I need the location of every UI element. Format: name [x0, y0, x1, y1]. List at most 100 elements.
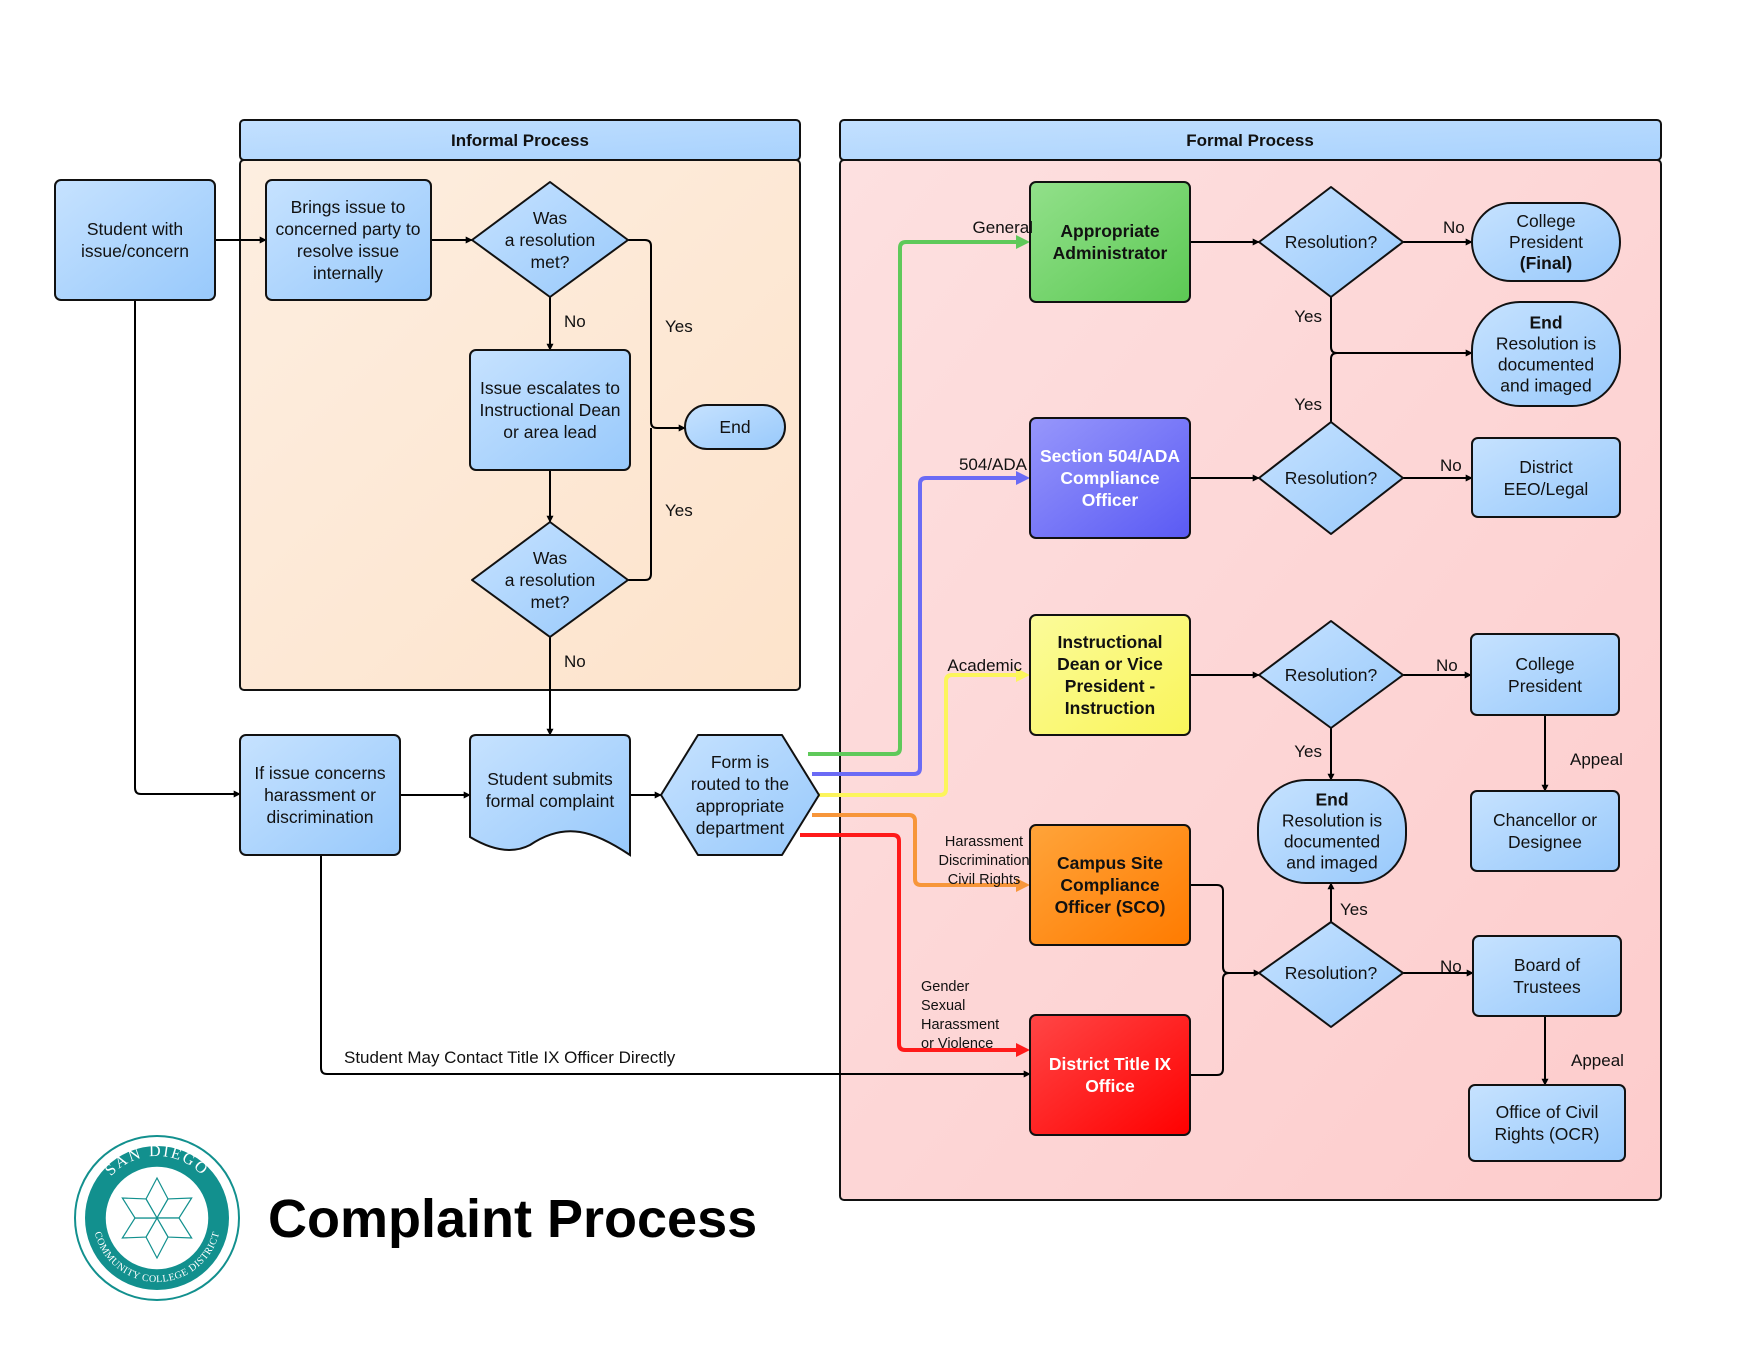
- node-if-harassment[interactable]: [239, 734, 401, 856]
- node-label-line: Board of: [1514, 955, 1580, 975]
- edge-label-no-2: No: [564, 652, 586, 671]
- node-label-line: College: [1515, 654, 1574, 674]
- node-label-resolution-2: Resolution?: [1285, 468, 1378, 488]
- node-ocr[interactable]: [1468, 1084, 1626, 1162]
- node-appropriate-admin[interactable]: [1029, 181, 1191, 303]
- edge-decision1-yes: [628, 239, 686, 432]
- edge-label-general: General: [973, 218, 1033, 237]
- node-instructional-dean[interactable]: [1029, 614, 1191, 736]
- node-label-line: District Title IX: [1049, 1054, 1172, 1074]
- node-label-line: Compliance: [1060, 468, 1159, 488]
- informal-lane-title: Informal Process: [451, 131, 589, 150]
- node-chancellor[interactable]: [1470, 790, 1620, 872]
- node-form-routed[interactable]: [660, 734, 820, 856]
- node-brings-issue[interactable]: [265, 179, 432, 301]
- edge-label-yes-2: Yes: [665, 501, 693, 520]
- node-label-line: a resolution: [505, 230, 595, 250]
- node-formal-end-2[interactable]: [1257, 779, 1407, 884]
- node-label-line: Instructional: [1057, 632, 1162, 652]
- edge-label-gender-line: or Violence: [921, 1036, 993, 1052]
- node-formal-end-1[interactable]: [1471, 301, 1621, 407]
- route-title-ix: [800, 833, 1018, 1052]
- edge-label-r4-yes: Yes: [1340, 900, 1368, 919]
- node-board-trustees[interactable]: [1472, 935, 1622, 1017]
- edge-label-gender-line: Harassment: [921, 1017, 999, 1033]
- node-was-resolution-2[interactable]: [471, 521, 629, 638]
- node-label-line: resolve issue: [297, 241, 399, 261]
- connectors: [134, 236, 1549, 1086]
- node-resolution-1[interactable]: [1258, 186, 1404, 298]
- edge-label-appeal-1: Appeal: [1570, 750, 1623, 769]
- node-label-line: Resolution?: [1285, 665, 1378, 685]
- edge-label-r3-yes: Yes: [1294, 742, 1322, 761]
- node-student[interactable]: [54, 179, 216, 301]
- edge-label-r4-no: No: [1440, 957, 1462, 976]
- node-resolution-4[interactable]: [1258, 921, 1404, 1028]
- node-label-line: EEO/Legal: [1504, 479, 1589, 499]
- node-label-line: College: [1516, 211, 1575, 231]
- node-label-line: Trustees: [1513, 977, 1581, 997]
- node-label-line: Administrator: [1053, 243, 1168, 263]
- node-resolution-2[interactable]: [1258, 421, 1404, 535]
- routing-connectors: [800, 235, 1030, 1057]
- edge-label-r1-no: No: [1443, 218, 1465, 237]
- node-campus-sco[interactable]: [1029, 824, 1191, 946]
- node-label-line: discrimination: [267, 807, 374, 827]
- node-label-line: Chancellor or: [1493, 810, 1597, 830]
- route-academic: [819, 673, 1018, 797]
- node-college-president[interactable]: [1470, 633, 1620, 716]
- edge-direct-contact: [320, 855, 1031, 1078]
- edge-label-r1-yes: Yes: [1294, 307, 1322, 326]
- node-title-ix-office[interactable]: [1029, 1014, 1191, 1136]
- edge-label-r2-no: No: [1440, 456, 1462, 475]
- formal-lane-header: [839, 119, 1662, 161]
- node-label-line: Student with: [87, 219, 183, 239]
- node-was-resolution-1[interactable]: [471, 181, 629, 298]
- node-label-line: and imaged: [1286, 853, 1377, 873]
- node-informal-end[interactable]: [684, 404, 786, 450]
- node-college-president-final[interactable]: [1471, 202, 1621, 282]
- node-label-line: Brings issue to: [291, 197, 406, 217]
- logo-sawtooth-ring: [78, 1139, 236, 1297]
- node-escalates[interactable]: [469, 349, 631, 471]
- node-submits-complaint[interactable]: [469, 734, 631, 857]
- node-label-line: Compliance: [1060, 875, 1159, 895]
- node-label-line: formal complaint: [486, 791, 615, 811]
- node-label-line: End: [1315, 790, 1348, 810]
- node-label-line: Instruction: [1065, 698, 1155, 718]
- node-label-line: President -: [1065, 676, 1156, 696]
- edge-label-gender-line: Sexual: [921, 998, 965, 1014]
- node-label-line: documented: [1284, 832, 1380, 852]
- node-label-line: Officer: [1082, 490, 1139, 510]
- node-ada-officer[interactable]: [1029, 417, 1191, 539]
- node-label-line: Form is: [711, 752, 770, 772]
- node-label-line: appropriate: [696, 796, 785, 816]
- nodes: [54, 179, 1626, 1162]
- node-label-line: Instructional Dean: [479, 400, 620, 420]
- node-resolution-3[interactable]: [1258, 620, 1404, 729]
- logo-outer-ring: [74, 1135, 240, 1301]
- edge-label-direct-contact: Student May Contact Title IX Officer Dir…: [344, 1048, 676, 1067]
- node-label-line: President: [1508, 676, 1582, 696]
- route-general: [808, 240, 1018, 756]
- route-harassment: [812, 813, 1018, 887]
- node-label-line: Dean or Vice: [1057, 654, 1163, 674]
- edge-label-yes-1: Yes: [665, 317, 693, 336]
- node-district-eeo[interactable]: [1471, 437, 1621, 518]
- node-label-resolution-3: Resolution?: [1285, 665, 1378, 685]
- node-label-line: internally: [313, 263, 383, 283]
- edge-label-harassment-line: Discrimination: [938, 853, 1029, 869]
- edge-label-gender-line: Gender: [921, 979, 970, 995]
- node-label-line: a resolution: [505, 570, 595, 590]
- node-label-line: issue/concern: [81, 241, 189, 261]
